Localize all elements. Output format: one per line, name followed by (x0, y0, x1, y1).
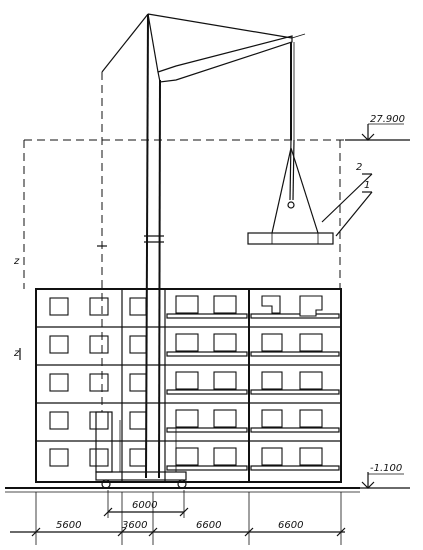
crane-boom (157, 35, 293, 83)
balcony-slab (250, 313, 340, 319)
window (175, 333, 199, 352)
dimension-tick (244, 527, 254, 537)
elevation-arrow (361, 481, 375, 489)
window (299, 295, 323, 317)
building-envelope (23, 139, 345, 289)
sling (290, 147, 319, 234)
callout-label-2: 2 (356, 162, 362, 173)
window (129, 297, 147, 316)
building-outline (35, 288, 342, 483)
mast-stay (147, 13, 159, 73)
dimension-tick (179, 507, 189, 517)
window (129, 335, 147, 354)
window (175, 371, 199, 390)
window (49, 448, 69, 467)
window (261, 447, 283, 466)
elevation-mark-top (345, 123, 410, 141)
crane-wheel (101, 479, 111, 489)
window (129, 411, 147, 430)
window (49, 297, 69, 316)
dimension-chain (10, 490, 346, 545)
window (175, 409, 199, 428)
balcony-slab (166, 465, 248, 471)
dimension-span-crane: 3600 (122, 520, 147, 531)
window (261, 409, 283, 428)
sling (271, 147, 292, 234)
window (213, 333, 237, 352)
window (213, 447, 237, 466)
dimension-tick (336, 527, 346, 537)
crane-wheel (177, 479, 187, 489)
elevation-arrow (361, 133, 375, 141)
hoist-rope-lower (292, 139, 295, 201)
window (261, 333, 283, 352)
window (261, 295, 281, 314)
building-facade (5, 288, 360, 493)
window (49, 411, 69, 430)
window (299, 333, 323, 352)
elevation-top-label: 27.900 (370, 114, 405, 125)
balcony-slab (250, 465, 340, 471)
window (129, 373, 147, 392)
window (89, 335, 109, 354)
window (89, 448, 109, 467)
tower-crane (95, 13, 334, 489)
window (213, 409, 237, 428)
dimension-span-left: 5600 (56, 520, 81, 531)
counter-stay (101, 13, 149, 73)
wall-panel-load (247, 232, 334, 245)
crane-mast (145, 13, 149, 479)
dimension-tick (117, 527, 127, 537)
balcony-slab (250, 351, 340, 357)
boom-tip (291, 33, 306, 39)
balcony-slab (250, 427, 340, 433)
crane-mast (158, 79, 161, 479)
dimension-span-right: 6600 (278, 520, 303, 531)
balcony-slab (166, 389, 248, 395)
windows (49, 295, 323, 467)
window (213, 295, 237, 314)
crane-hook (287, 201, 295, 209)
window (89, 411, 109, 430)
window (213, 371, 237, 390)
window (299, 409, 323, 428)
side-mark-upper: z (13, 256, 20, 267)
side-mark-lower: z (13, 348, 20, 359)
balcony-slab (166, 351, 248, 357)
callout-leader-2 (321, 173, 373, 223)
balcony-slab (166, 313, 248, 319)
callout-label-1: 1 (364, 180, 370, 191)
balcony-slab (250, 389, 340, 395)
dimension-span-mid: 6600 (196, 520, 221, 531)
callout-leaders (321, 173, 373, 237)
dimension-tick (148, 527, 158, 537)
balcony-slab (166, 427, 248, 433)
window (89, 297, 109, 316)
elevation-mark-bottom (360, 472, 410, 489)
window (89, 373, 109, 392)
elevation-bottom-label: -1.100 (370, 463, 402, 474)
window (49, 335, 69, 354)
dimension-tick (31, 527, 41, 537)
window (175, 295, 199, 314)
crane-base-frame (95, 471, 187, 481)
window (175, 447, 199, 466)
boom-stay (147, 13, 293, 39)
balcony-slabs (166, 313, 340, 471)
window (261, 371, 283, 390)
window (49, 373, 69, 392)
window (299, 447, 323, 466)
window (129, 448, 147, 467)
dimension-tick (103, 507, 113, 517)
callout-leader-1 (335, 191, 373, 237)
window (299, 371, 323, 390)
dimension-track-width: 6000 (132, 500, 157, 511)
